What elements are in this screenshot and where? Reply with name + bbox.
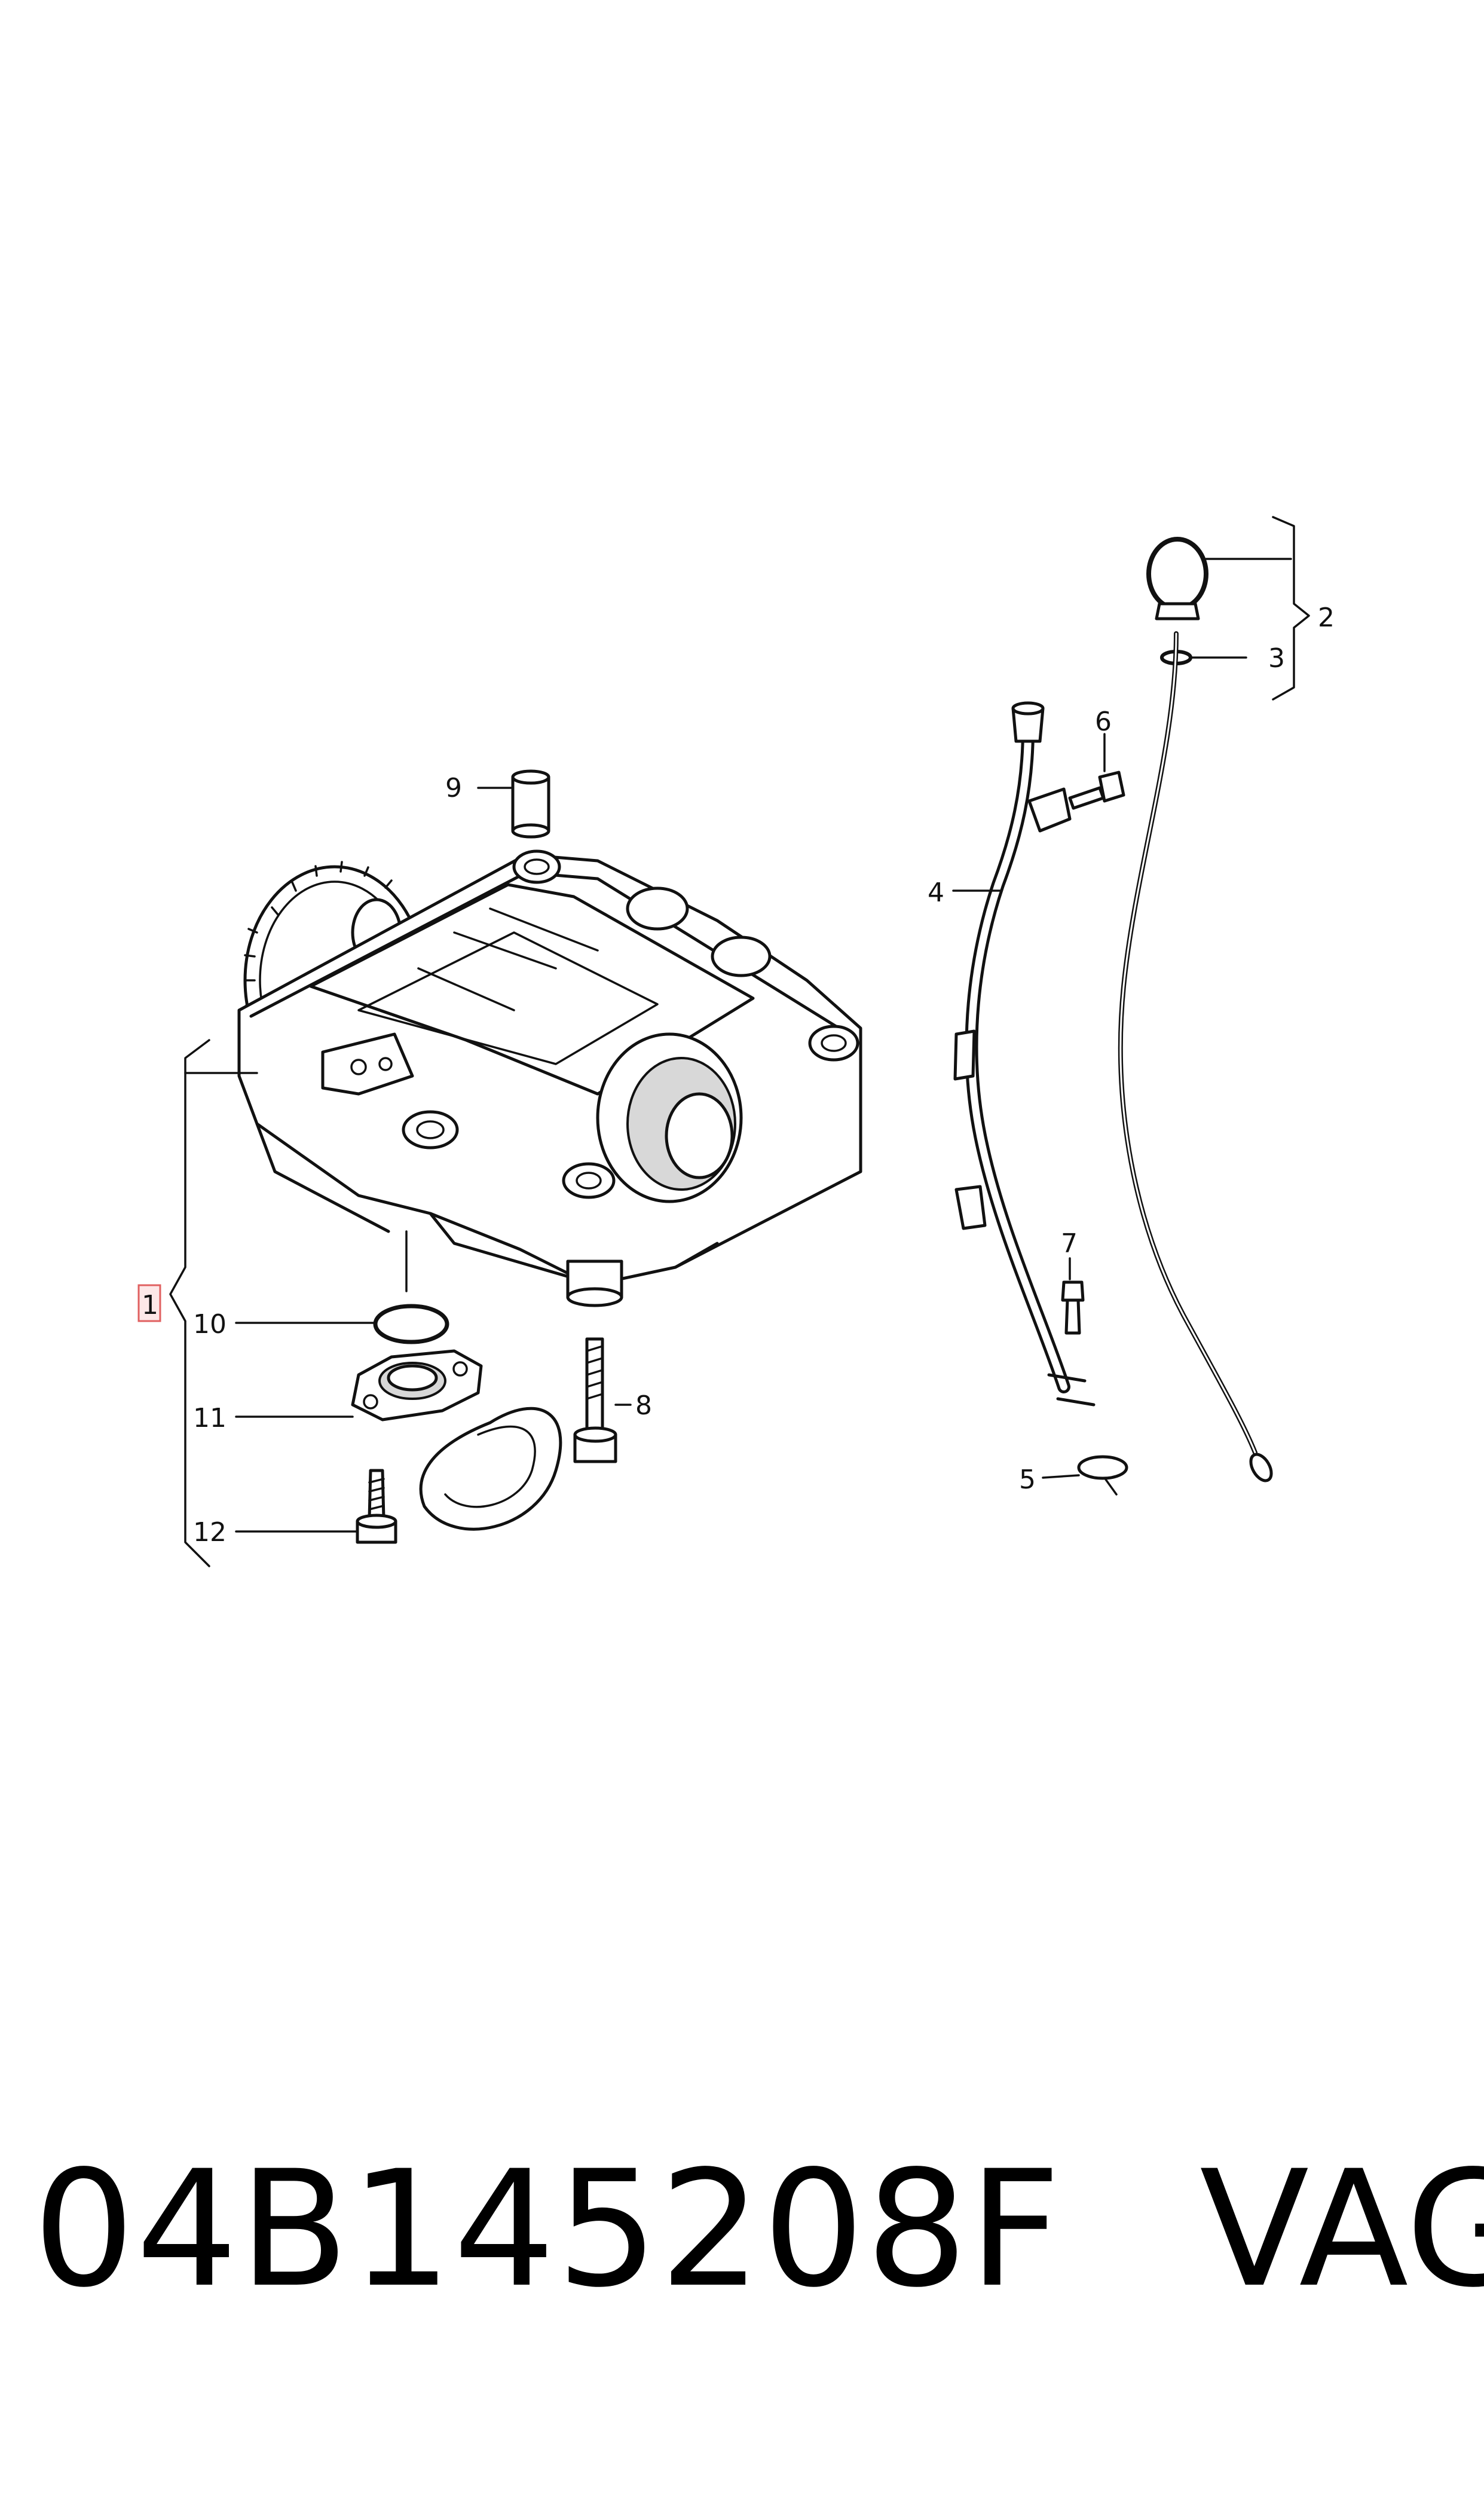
seal-part-5 — [1077, 1455, 1128, 1480]
oil-strainer-part-11 — [351, 1349, 562, 1531]
callout-12: 12 — [193, 1517, 227, 1548]
callout-3: 3 — [1268, 643, 1285, 674]
callout-1: 1 — [142, 1290, 158, 1320]
sleeve-part-9 — [511, 769, 550, 839]
dipstick-part-2 — [1118, 537, 1273, 1482]
bolt-part-6 — [1068, 771, 1125, 810]
callout-5: 5 — [1019, 1465, 1036, 1495]
brand-label: VAG — [1200, 2136, 1484, 2323]
callout-9: 9 — [445, 773, 462, 803]
callout-labels: 1 2 3 4 5 6 7 8 9 10 11 12 — [137, 603, 1335, 1548]
callout-11: 11 — [193, 1403, 227, 1433]
screw-part-12 — [356, 1469, 397, 1544]
callout-8: 8 — [635, 1390, 652, 1421]
callout-4: 4 — [928, 878, 944, 908]
leader-lines — [169, 516, 1310, 1567]
bolt-part-8 — [573, 1337, 617, 1463]
part-number: 04B145208F — [33, 2136, 1063, 2323]
callout-10: 10 — [193, 1309, 227, 1340]
callout-6: 6 — [1095, 707, 1112, 737]
callout-2: 2 — [1318, 603, 1335, 633]
bolt-part-7 — [1061, 1280, 1085, 1335]
o-ring-part-10 — [373, 1304, 449, 1344]
footer: 04B145208F VAG — [33, 2136, 1484, 2323]
callout-1-highlight — [137, 1284, 161, 1322]
dipstick-guide-tube-part-4 — [953, 701, 1096, 1407]
oil-pump-housing — [237, 849, 862, 1307]
callout-7: 7 — [1061, 1228, 1078, 1259]
